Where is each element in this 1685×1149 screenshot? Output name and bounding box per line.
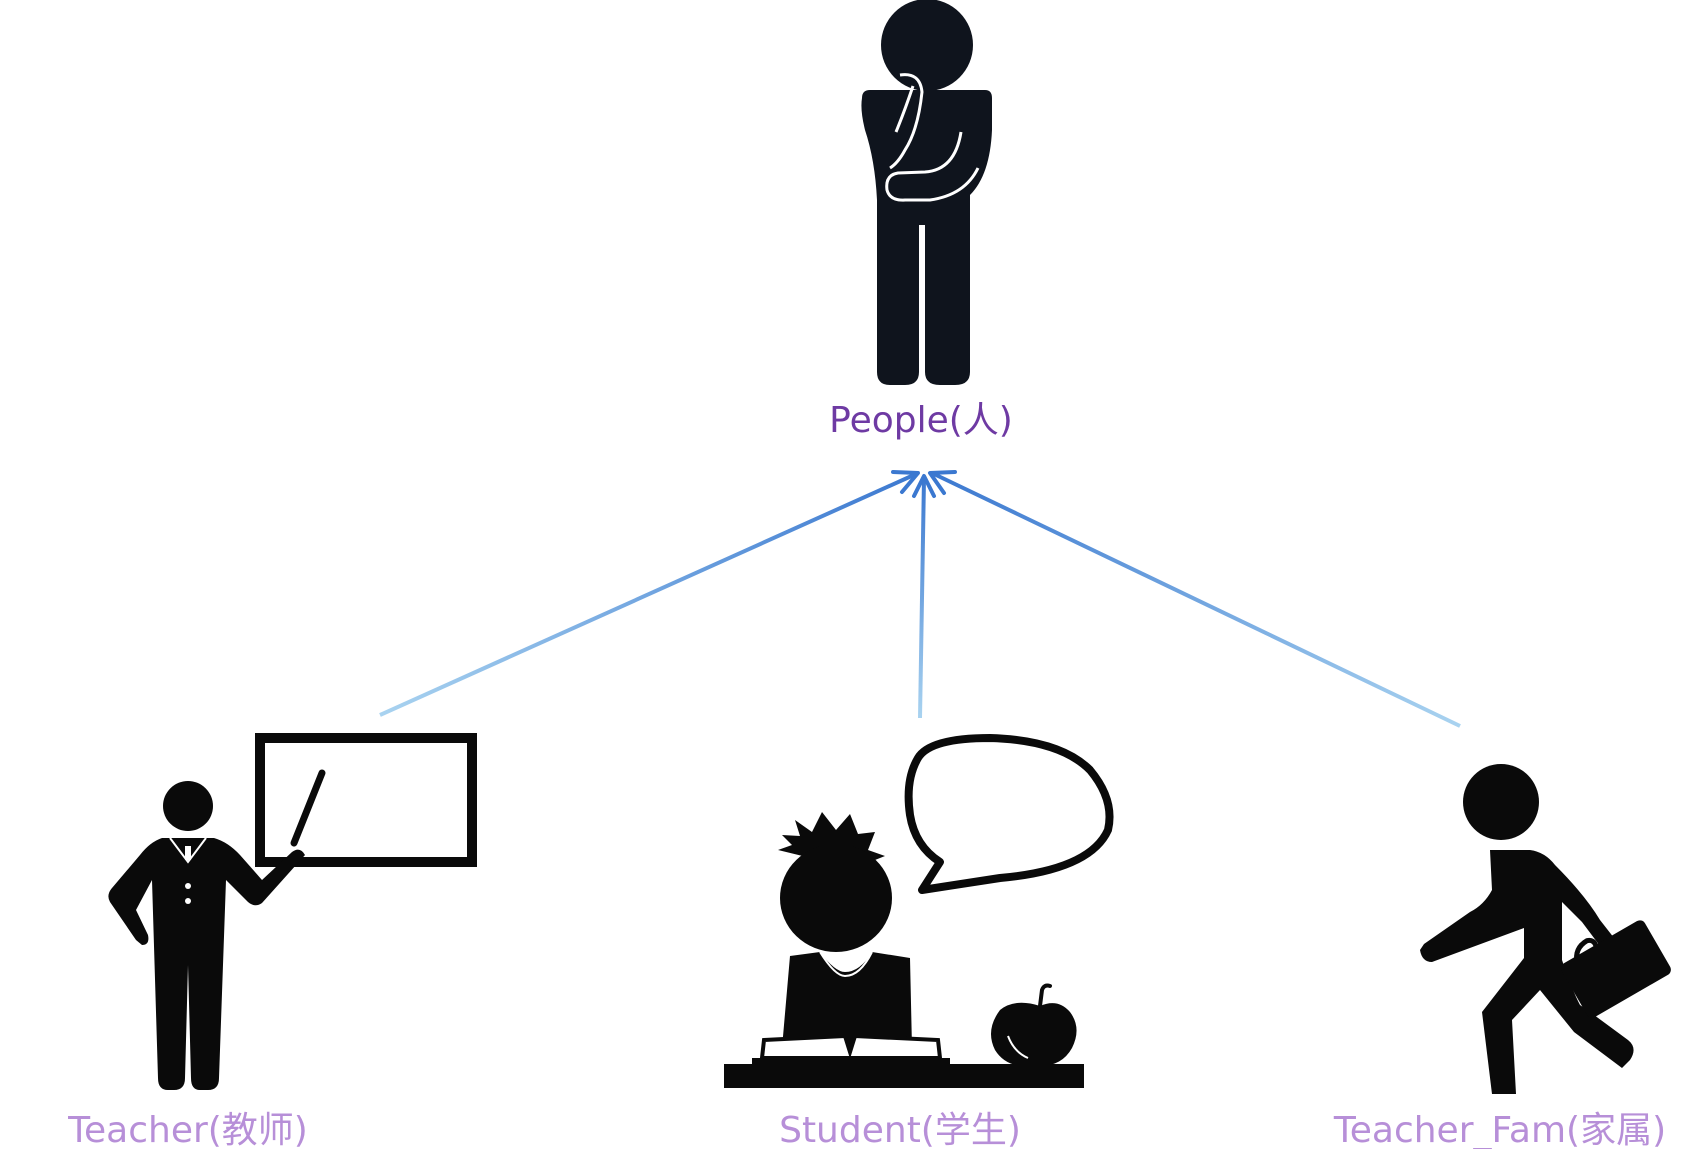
walking-person-briefcase-icon <box>1420 764 1671 1094</box>
student-reading-icon <box>724 734 1114 1088</box>
arrow-teacherfam-to-people <box>928 470 1461 728</box>
node-label-teacher: Teacher(教师) <box>67 1110 308 1149</box>
arrow-teacher-to-people <box>379 470 920 717</box>
arrow-student-to-people <box>912 474 936 719</box>
node-label-teacherfam: Teacher_Fam(家属) <box>1333 1110 1666 1149</box>
node-label-student: Student(学生) <box>779 1110 1021 1149</box>
node-label-people: People(人) <box>829 400 1013 441</box>
teacher-at-board-icon <box>108 733 477 1090</box>
thinking-person-icon <box>861 0 992 385</box>
